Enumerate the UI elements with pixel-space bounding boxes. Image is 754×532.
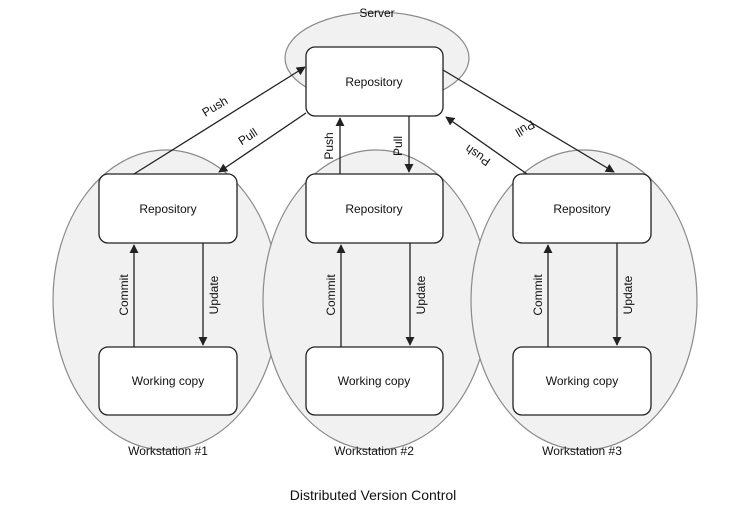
workstation-2-repository-label: Repository xyxy=(345,202,402,216)
workstation-1-update-label: Update xyxy=(207,275,221,314)
workstation-3-working-copy-label: Working copy xyxy=(546,374,618,388)
workstation-1-label: Workstation #1 xyxy=(128,444,208,458)
workstation-2-update-label: Update xyxy=(414,275,428,314)
workstation-1-pull-label: Pull xyxy=(236,125,260,148)
workstation-3-update-label: Update xyxy=(621,275,635,314)
workstation-1-working-copy-label: Working copy xyxy=(132,374,204,388)
workstation-3-push-label: Push xyxy=(462,142,492,169)
workstation-3-repository-label: Repository xyxy=(553,202,610,216)
workstation-1-push-arrow xyxy=(133,66,306,175)
workstation-3-working-copy-node[interactable] xyxy=(512,346,652,416)
workstation-3-repository-node[interactable] xyxy=(512,173,652,244)
workstation-1-working-copy-node[interactable] xyxy=(98,346,238,416)
workstation-1-push-label: Push xyxy=(200,94,231,120)
workstation-2-repository-node[interactable] xyxy=(305,173,444,244)
workstation-1-repository-label: Repository xyxy=(139,202,196,216)
workstation-1-pull-arrow xyxy=(218,112,307,173)
workstation-3-push-arrow xyxy=(445,116,528,175)
server-label: Server xyxy=(359,6,394,20)
diagram-title: Distributed Version Control xyxy=(290,487,457,503)
workstation-1-repository-node[interactable] xyxy=(98,173,238,244)
server-repository-label: Repository xyxy=(345,75,402,89)
workstation-2-pull-label: Pull xyxy=(391,136,405,156)
server-repository-node[interactable] xyxy=(305,46,444,117)
workstation-3-pull-arrow xyxy=(442,69,615,173)
workstation-2-push-label: Push xyxy=(322,132,336,159)
workstation-2-working-copy-label: Working copy xyxy=(338,374,410,388)
workstation-2-working-copy-node[interactable] xyxy=(305,346,444,416)
workstation-3-commit-label: Commit xyxy=(531,274,545,316)
workstation-2-commit-label: Commit xyxy=(324,274,338,316)
workstation-2-label: Workstation #2 xyxy=(334,444,414,458)
workstation-1-commit-label: Commit xyxy=(117,274,131,316)
workstation-3-pull-label: Pull xyxy=(513,117,537,139)
workstation-3-label: Workstation #3 xyxy=(542,444,622,458)
